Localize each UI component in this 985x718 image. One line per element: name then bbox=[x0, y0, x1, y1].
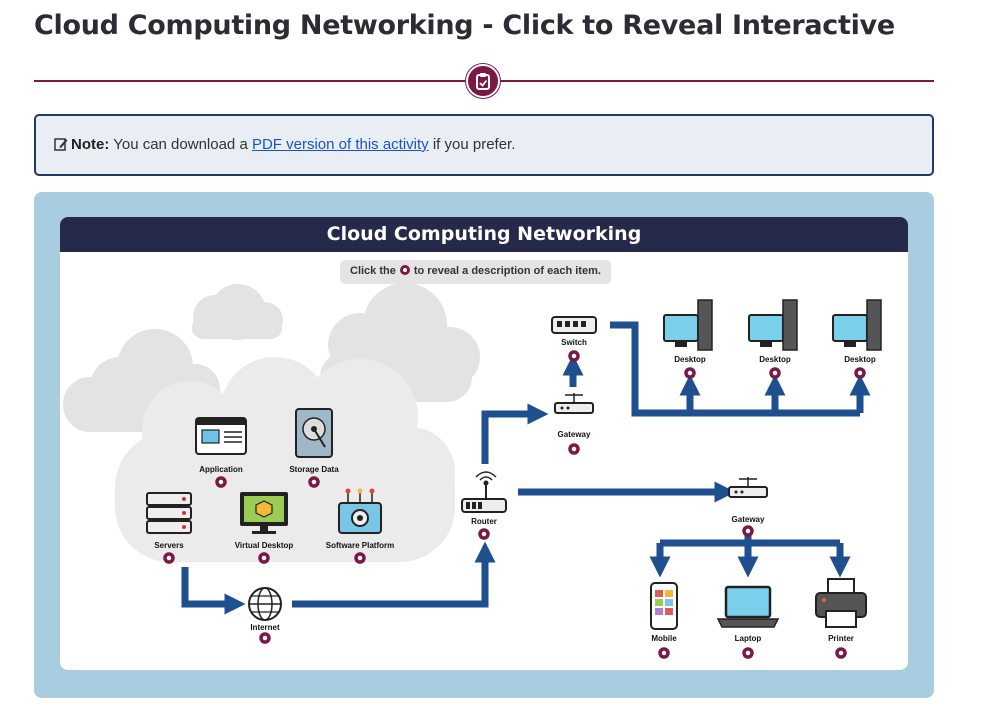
servers-node: Servers bbox=[146, 492, 192, 550]
hotspot-internet[interactable] bbox=[259, 632, 271, 644]
storage-data-label: Storage Data bbox=[289, 465, 339, 474]
router-label: Router bbox=[471, 517, 497, 526]
laptop-label: Laptop bbox=[735, 634, 762, 643]
switch-label: Switch bbox=[561, 338, 587, 347]
hint-text-before: Click the bbox=[350, 265, 396, 277]
clipboard-check-icon bbox=[476, 73, 490, 90]
internet-node: Internet bbox=[248, 587, 282, 632]
hotspot-servers[interactable] bbox=[163, 552, 175, 564]
note-box: Note: You can download a PDF version of … bbox=[34, 114, 934, 176]
desktop-2-node: Desktop bbox=[748, 299, 798, 364]
note-text-after: if you prefer. bbox=[428, 136, 516, 153]
hint-bar: Click the to reveal a description of each… bbox=[340, 260, 611, 284]
application-node: Application bbox=[195, 417, 247, 474]
desktop-1-node: Desktop bbox=[663, 299, 713, 364]
connection-arrows bbox=[181, 321, 871, 615]
storage-data-node: Storage Data bbox=[289, 408, 339, 474]
router-node: Router bbox=[461, 471, 507, 526]
note-label: Note: bbox=[71, 136, 110, 153]
interactive-stage: Cloud Computing Networking Click the to r… bbox=[34, 192, 934, 698]
network-diagram: Application Storage Data Servers bbox=[63, 283, 882, 659]
hotspot-desktop-3[interactable] bbox=[854, 367, 866, 379]
printer-node: Printer bbox=[815, 578, 867, 643]
note-text-before: You can download a bbox=[109, 136, 252, 153]
hint-text-after: to reveal a description of each item. bbox=[413, 265, 601, 277]
hotspot-laptop[interactable] bbox=[742, 647, 754, 659]
software-platform-node: Software Platform bbox=[326, 488, 394, 550]
virtual-desktop-node: Virtual Desktop bbox=[235, 492, 294, 550]
internet-label: Internet bbox=[250, 623, 280, 632]
edit-note-icon bbox=[54, 138, 68, 151]
hotspot-sample-icon bbox=[399, 265, 410, 275]
hotspot-mobile[interactable] bbox=[658, 647, 670, 659]
hotspots bbox=[163, 350, 866, 659]
hotspot-application[interactable] bbox=[215, 476, 227, 488]
hotspot-storage-data[interactable] bbox=[308, 476, 320, 488]
gateway-bottom-label: Gateway bbox=[732, 515, 765, 524]
hotspot-switch[interactable] bbox=[568, 350, 580, 362]
software-platform-label: Software Platform bbox=[326, 541, 394, 550]
pdf-download-link[interactable]: PDF version of this activity bbox=[251, 136, 429, 153]
gateway-bottom-node: Gateway bbox=[728, 477, 768, 524]
hotspot-desktop-2[interactable] bbox=[769, 367, 781, 379]
switch-node: Switch bbox=[551, 316, 597, 347]
printer-label: Printer bbox=[828, 634, 854, 643]
desktop-3-node: Desktop bbox=[832, 299, 882, 364]
virtual-desktop-label: Virtual Desktop bbox=[235, 541, 294, 550]
hotspot-gateway-top[interactable] bbox=[568, 443, 580, 455]
hotspot-printer[interactable] bbox=[835, 647, 847, 659]
hotspot-software-platform[interactable] bbox=[354, 552, 366, 564]
mobile-label: Mobile bbox=[651, 634, 677, 643]
page-title: Cloud Computing Networking - Click to Re… bbox=[34, 10, 895, 41]
diagram-panel: Cloud Computing Networking Click the to r… bbox=[60, 217, 908, 670]
hotspot-desktop-1[interactable] bbox=[684, 367, 696, 379]
laptop-node: Laptop bbox=[716, 585, 780, 643]
servers-label: Servers bbox=[154, 541, 184, 550]
application-label: Application bbox=[199, 465, 243, 474]
hotspot-router[interactable] bbox=[478, 528, 490, 540]
gateway-top-node: Gateway bbox=[554, 393, 594, 439]
hotspot-virtual-desktop[interactable] bbox=[258, 552, 270, 564]
gateway-top-label: Gateway bbox=[558, 430, 591, 439]
diagram-header bbox=[60, 217, 908, 252]
mobile-node: Mobile bbox=[650, 582, 678, 643]
desktop-1-label: Desktop bbox=[674, 355, 706, 364]
hotspot-gateway-bottom[interactable] bbox=[742, 525, 754, 537]
clipboard-badge bbox=[466, 64, 500, 98]
diagram-title: Cloud Computing Networking bbox=[326, 223, 642, 245]
desktop-2-label: Desktop bbox=[759, 355, 791, 364]
desktop-3-label: Desktop bbox=[844, 355, 876, 364]
